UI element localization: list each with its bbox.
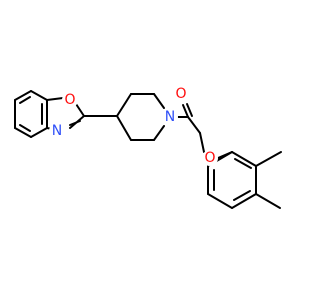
label-background [173,86,189,102]
molecule-structure: O N N O O [14,86,282,209]
piperidine-ring [83,93,165,141]
bond [14,90,32,101]
amide-linker [175,103,205,153]
label-background [202,150,218,166]
bond [153,125,165,141]
bond [182,104,189,118]
methyl-bond [255,193,281,209]
bond [30,90,48,101]
double-bond-inner [19,96,31,104]
bond [231,193,257,209]
bond [207,193,233,209]
carbonyl-oxygen-label: O [175,86,186,102]
double-bond-inner [234,158,252,169]
bond [153,93,165,109]
bond [231,151,257,167]
label-background [162,109,178,125]
benzoxazole-benzene-ring [14,90,48,138]
bond [46,97,64,101]
double-bond-inner [69,120,81,126]
bond [116,115,132,141]
piperidine-nitrogen-label: N [165,109,175,125]
bond [199,132,205,153]
bond [14,127,32,138]
oxazole-nitrogen-label: N [52,123,62,139]
oxazole-oxygen-label: O [64,92,75,108]
bond [187,116,201,134]
label-background [62,92,78,108]
dimethylphenyl-ring [207,151,282,209]
double-bond [186,103,193,117]
methyl-bond [255,151,282,167]
double-bond-inner [233,190,251,201]
atom-labels: O N N O O [49,86,218,166]
bond [75,103,85,117]
double-bond-inner [19,124,31,132]
bond [116,93,132,117]
ether-oxygen-label: O [204,150,215,166]
bond [30,127,48,138]
label-background [49,123,65,139]
